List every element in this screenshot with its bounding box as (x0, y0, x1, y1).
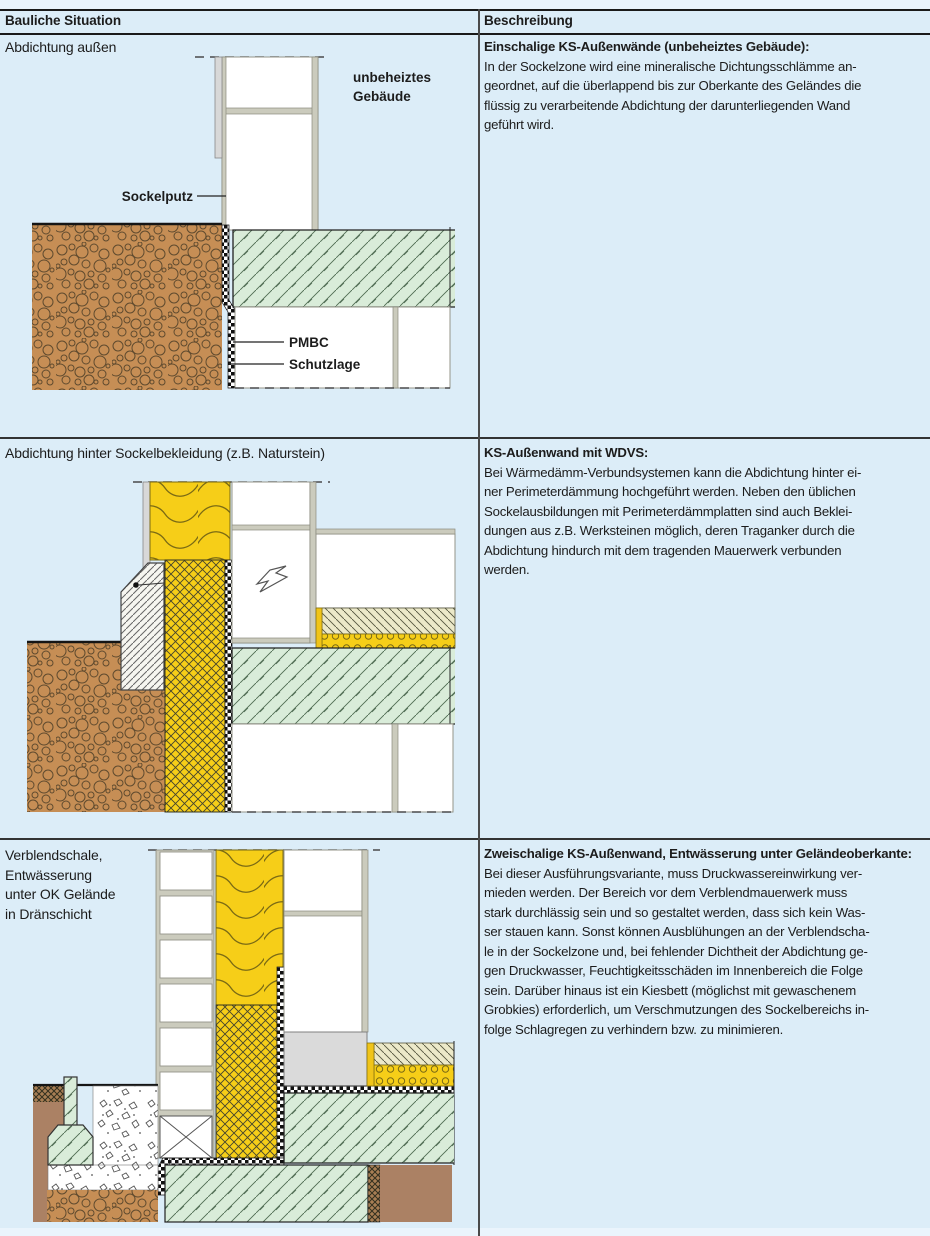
floor-slab (232, 227, 455, 310)
bottom-margin-strip (0, 1228, 930, 1236)
geotextile-strip (367, 1164, 381, 1223)
soil-area (32, 222, 222, 390)
wdvs-insulation (149, 481, 231, 561)
diagram-verblendschale (33, 849, 455, 1223)
basement-wall (234, 306, 451, 389)
diagram-sockelbekleidung (27, 481, 456, 813)
ks-wall (221, 56, 319, 231)
perimeter-insulation (164, 559, 226, 813)
kiesbett-gravel (47, 1085, 159, 1191)
row1-description-body: In der Sockelzone wird eine mineralische… (484, 58, 862, 133)
row1-description: Einschalige KS-Außenwände (unbeheiztes G… (484, 37, 930, 135)
rule-row1-row2 (0, 437, 930, 439)
edge-insulation-strip (315, 607, 323, 649)
row1-label: Abdichtung außen (5, 39, 117, 55)
column-divider (478, 9, 480, 1236)
row3-description: Zweischalige KS-Außenwand, Entwässerung … (484, 844, 930, 1039)
column-header-situation: Bauliche Situation (5, 13, 121, 28)
traganker-dot (133, 582, 139, 588)
horizontal-membrane (283, 1085, 455, 1094)
sockelputz-layer (214, 56, 223, 159)
drain-curb (47, 1076, 94, 1166)
screed-layer (321, 607, 456, 635)
floor-slab (283, 1092, 454, 1164)
label-gebaeude: Gebäude (353, 89, 411, 104)
ks-wall (231, 481, 317, 644)
drainage-brick-x (159, 1115, 213, 1159)
screed-layer (373, 1042, 455, 1066)
rule-row2-row3 (0, 838, 930, 840)
row2-description: KS-Außenwand mit WDVS: Bei Wärmedämm-Ver… (484, 443, 930, 580)
concrete-plinth-block (283, 1031, 368, 1087)
traganker-pin (138, 582, 165, 586)
cavity-insulation (215, 849, 284, 1006)
label-pmbc: PMBC (289, 335, 329, 350)
label-schutzlage: Schutzlage (289, 357, 361, 372)
label-unbeheiztes: unbeheiztes (353, 70, 431, 85)
interior-floor-area (366, 1041, 455, 1165)
abdichtung-membrane (224, 559, 233, 813)
floor-insulation-layer (321, 633, 456, 649)
basement-wall (231, 723, 454, 813)
row3-description-title: Zweischalige KS-Außenwand, Entwässerung … (484, 846, 912, 861)
diagram-abdichtung-aussen: unbeheiztes Gebäude Sockelputz PMBC Schu… (32, 56, 455, 390)
verblendschale-bricks (155, 849, 215, 1159)
label-sockelputz: Sockelputz (122, 189, 194, 204)
row2-description-body: Bei Wärmedämm-Verbundsystemen kann die A… (484, 464, 862, 578)
row2-description-title: KS-Außenwand mit WDVS: (484, 445, 649, 460)
row3-label: Verblendschale, Entwässerung unter OK Ge… (5, 847, 116, 922)
diagram1-labels: unbeheiztes Gebäude Sockelputz PMBC Schu… (122, 70, 431, 372)
row3-description-body: Bei dieser Ausführungsvariante, muss Dru… (484, 865, 870, 1037)
naturstein-cladding (120, 562, 165, 691)
foundation (164, 1164, 369, 1223)
rule-header (0, 33, 930, 35)
right-soil (367, 1164, 452, 1223)
edge-insulation-strip (366, 1042, 375, 1087)
floor-slab (231, 645, 455, 727)
traganker-arrow-icon (255, 565, 289, 593)
floor-insulation-layer (373, 1064, 455, 1087)
rule-top (0, 9, 930, 11)
perimeter-insulation (215, 1004, 278, 1159)
row2-label: Abdichtung hinter Sockelbekleidung (z.B.… (5, 445, 325, 461)
interior-floor-area (315, 528, 456, 649)
top-margin-strip (0, 0, 930, 9)
row1-description-title: Einschalige KS-Außenwände (unbeheiztes G… (484, 39, 810, 54)
column-header-description: Beschreibung (484, 13, 573, 28)
drain-layer-soil (47, 1190, 158, 1222)
ks-wall (283, 849, 369, 1087)
